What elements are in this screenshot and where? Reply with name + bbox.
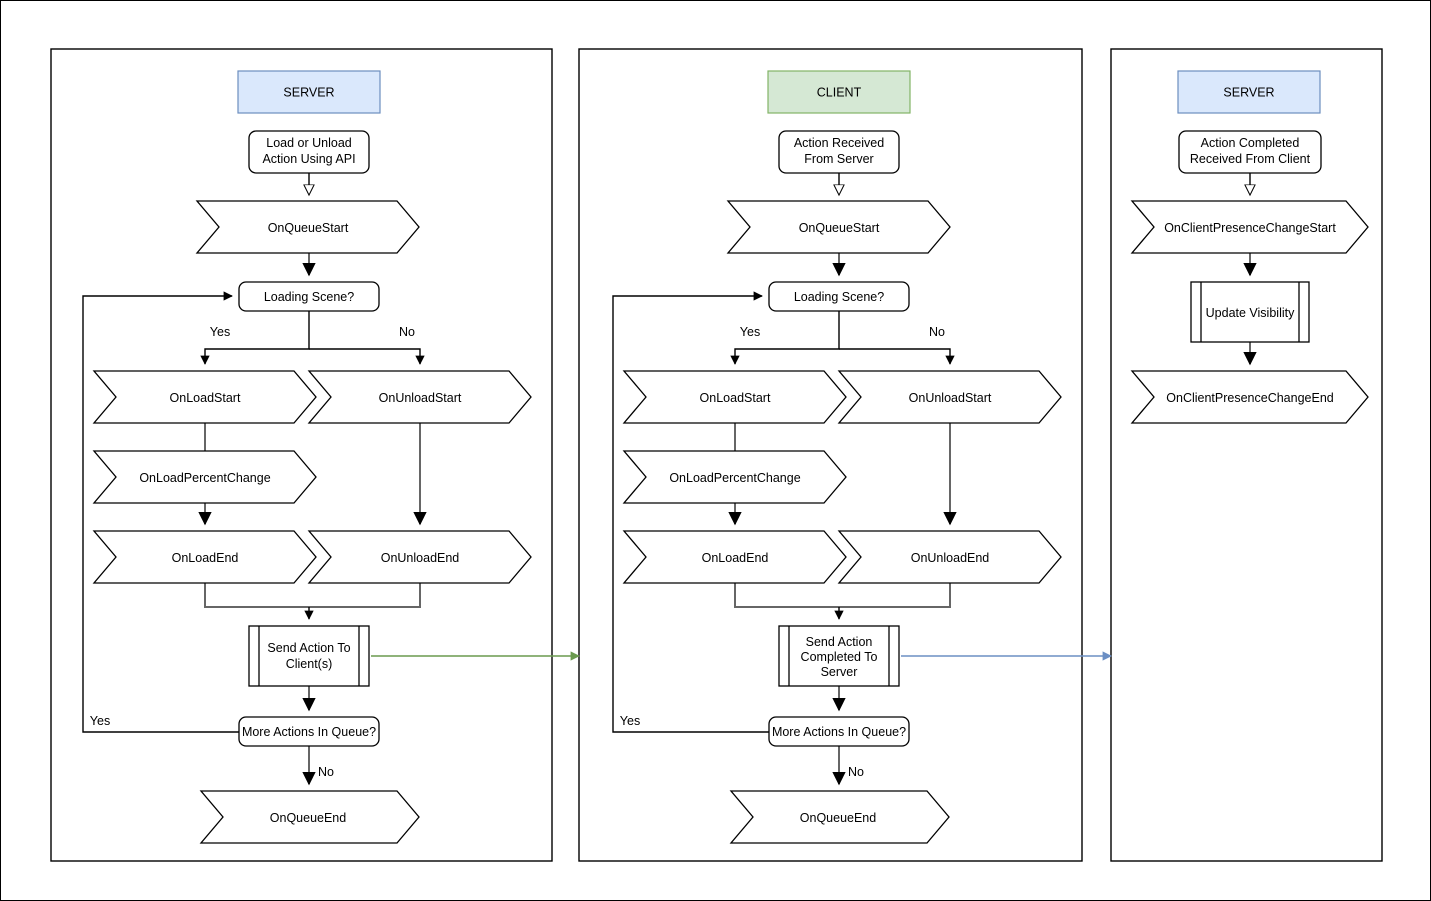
node-label: Loading Scene? xyxy=(794,290,884,304)
edge-morequeue-yes-loopback xyxy=(612,291,769,733)
edge-label-no-morequeue: No xyxy=(318,765,334,779)
node-label: OnLoadEnd xyxy=(172,551,239,565)
edge-label-no-morequeue: No xyxy=(848,765,864,779)
node-onunloadstart[interactable]: OnUnloadStart xyxy=(837,370,1062,424)
lane-client: CLIENT Action Received From Server xyxy=(578,48,1083,862)
lane-border-server-left xyxy=(50,48,553,862)
node-label: OnClientPresenceChangeEnd xyxy=(1166,391,1334,405)
node-onqueuestart[interactable]: OnQueueStart xyxy=(726,200,951,254)
node-label-line1: Send Action xyxy=(806,635,873,649)
node-label-line1: Send Action To xyxy=(267,641,350,655)
node-send-action-to-clients[interactable]: Send Action To Client(s) xyxy=(248,625,370,687)
node-label-line2: Received From Client xyxy=(1190,152,1311,166)
node-label: Loading Scene? xyxy=(264,290,354,304)
node-action-received-from-server[interactable]: Action Received From Server xyxy=(778,130,900,174)
node-label-line2: From Server xyxy=(804,152,873,166)
node-load-or-unload-action[interactable]: Load or Unload Action Using API xyxy=(248,130,370,174)
node-label: OnLoadStart xyxy=(700,391,771,405)
node-label: More Actions In Queue? xyxy=(772,725,906,739)
node-onclientpresencechangestart[interactable]: OnClientPresenceChangeStart xyxy=(1130,200,1369,254)
node-onloadend[interactable]: OnLoadEnd xyxy=(92,530,317,584)
node-label-line2: Action Using API xyxy=(262,152,355,166)
node-label-line2: Completed To xyxy=(801,650,878,664)
edge-loading-no-to-onunloadstart xyxy=(309,348,425,365)
edge-label-yes-morequeue: Yes xyxy=(90,714,110,728)
lane-header-label-server-left: SERVER xyxy=(283,85,334,99)
edge-loading-no-to-onunloadstart xyxy=(839,348,955,365)
node-onunloadstart[interactable]: OnUnloadStart xyxy=(307,370,532,424)
edge-label-yes-loading: Yes xyxy=(740,325,760,339)
edge-ends-merge xyxy=(734,583,951,608)
edge-morequeue-yes-loopback xyxy=(82,291,239,733)
node-loading-scene-decision[interactable]: Loading Scene? xyxy=(238,281,380,312)
lane-header-label-client: CLIENT xyxy=(817,85,862,99)
node-label: OnLoadPercentChange xyxy=(139,471,270,485)
node-label: Update Visibility xyxy=(1206,306,1295,320)
node-more-actions-in-queue-decision[interactable]: More Actions In Queue? xyxy=(238,716,380,747)
edge-label-no-loading: No xyxy=(929,325,945,339)
lane-server-right: SERVER Action Completed Received From Cl… xyxy=(1110,48,1383,862)
edge-label-yes-morequeue: Yes xyxy=(620,714,640,728)
node-label-line1: Action Completed xyxy=(1201,136,1300,150)
node-update-visibility[interactable]: Update Visibility xyxy=(1190,281,1310,343)
node-onunloadend[interactable]: OnUnloadEnd xyxy=(837,530,1062,584)
node-label: OnQueueEnd xyxy=(270,811,346,825)
edge-loading-yes-to-onloadstart xyxy=(730,311,840,365)
node-onclientpresencechangeend[interactable]: OnClientPresenceChangeEnd xyxy=(1130,370,1369,424)
node-label: OnClientPresenceChangeStart xyxy=(1164,221,1336,235)
node-label: OnUnloadStart xyxy=(379,391,462,405)
lane-header-client xyxy=(767,70,911,114)
node-label-line1: Action Received xyxy=(794,136,884,150)
lane-header-label-server-right: SERVER xyxy=(1223,85,1274,99)
node-onloadpercentchange[interactable]: OnLoadPercentChange xyxy=(622,450,847,504)
edge-label-no-loading: No xyxy=(399,325,415,339)
node-label-line1: Load or Unload xyxy=(266,136,352,150)
node-onunloadend[interactable]: OnUnloadEnd xyxy=(307,530,532,584)
lane-server-left: SERVER Load or Unload Action U xyxy=(50,48,553,862)
node-loading-scene-decision[interactable]: Loading Scene? xyxy=(768,281,910,312)
node-label: OnUnloadEnd xyxy=(911,551,990,565)
lane-header-server-left xyxy=(237,70,381,114)
edges-client xyxy=(612,173,957,786)
node-onqueuestart[interactable]: OnQueueStart xyxy=(195,200,420,254)
lane-border-client xyxy=(578,48,1083,862)
node-label: OnQueueEnd xyxy=(800,811,876,825)
node-label-line2: Client(s) xyxy=(286,657,333,671)
node-send-action-completed-to-server[interactable]: Send Action Completed To Server xyxy=(778,625,900,687)
node-label: OnLoadEnd xyxy=(702,551,769,565)
node-onloadstart[interactable]: OnLoadStart xyxy=(92,370,317,424)
node-onqueueend[interactable]: OnQueueEnd xyxy=(199,790,420,844)
node-label: OnQueueStart xyxy=(268,221,349,235)
node-onloadstart[interactable]: OnLoadStart xyxy=(622,370,847,424)
node-action-completed-received[interactable]: Action Completed Received From Client xyxy=(1178,130,1322,174)
node-onloadend[interactable]: OnLoadEnd xyxy=(622,530,847,584)
edge-loading-yes-to-onloadstart xyxy=(200,311,310,365)
edges-server-left xyxy=(82,173,427,786)
node-label: OnUnloadStart xyxy=(909,391,992,405)
node-label: OnUnloadEnd xyxy=(381,551,460,565)
node-more-actions-in-queue-decision[interactable]: More Actions In Queue? xyxy=(768,716,910,747)
node-label: OnQueueStart xyxy=(799,221,880,235)
node-label-line3: Server xyxy=(821,665,858,679)
node-label: OnLoadPercentChange xyxy=(669,471,800,485)
edge-label-yes-loading: Yes xyxy=(210,325,230,339)
lane-border-server-right xyxy=(1110,48,1383,862)
lane-header-server-right xyxy=(1177,70,1321,114)
node-label: More Actions In Queue? xyxy=(242,725,376,739)
node-onloadpercentchange[interactable]: OnLoadPercentChange xyxy=(92,450,317,504)
node-onqueueend[interactable]: OnQueueEnd xyxy=(729,790,950,844)
edge-ends-merge xyxy=(204,583,421,608)
node-label: OnLoadStart xyxy=(170,391,241,405)
